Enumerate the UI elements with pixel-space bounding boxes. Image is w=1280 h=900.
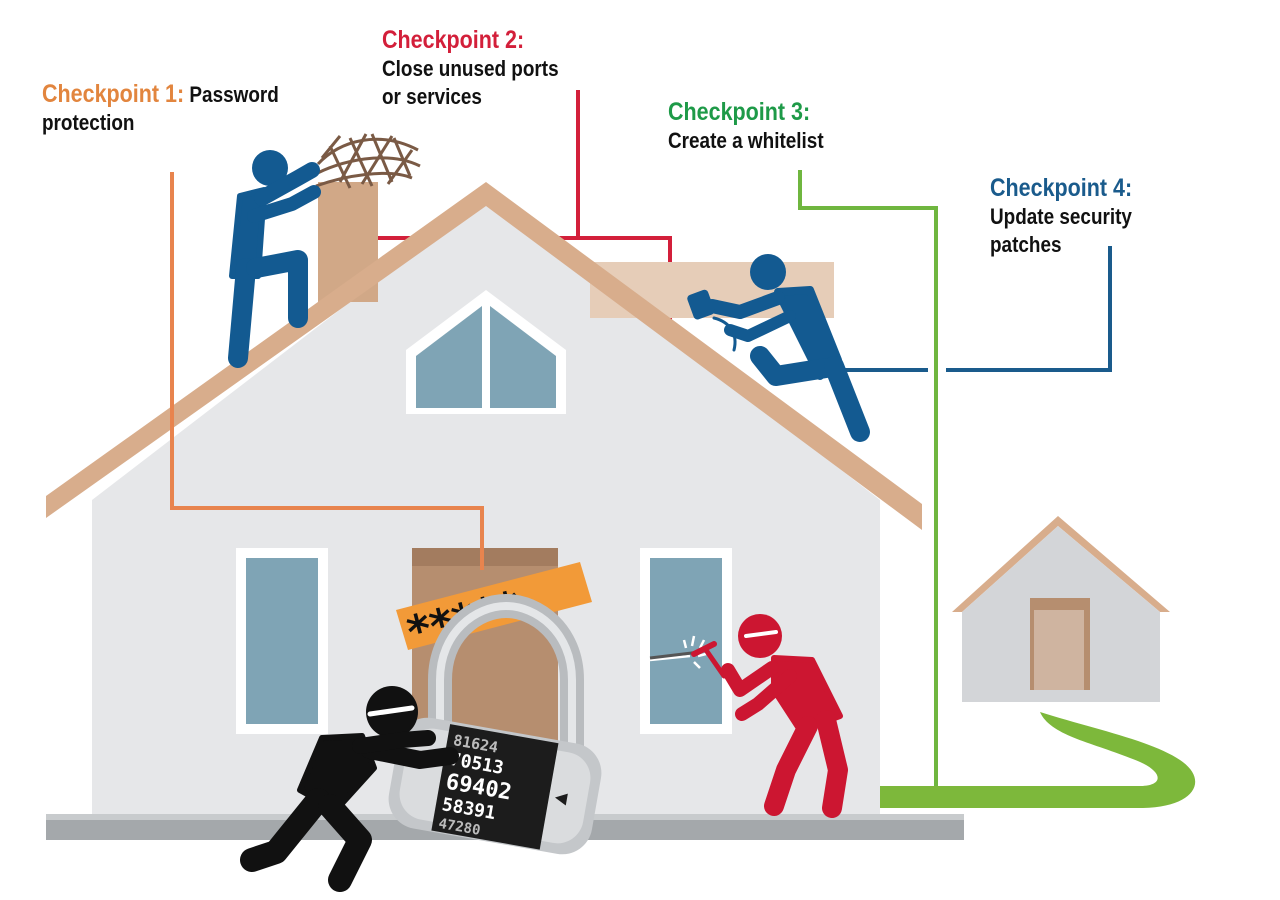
left-window: [236, 548, 328, 734]
garden-path: [880, 712, 1196, 808]
checkpoint-3-label: Checkpoint 3: Create a whitelist: [668, 98, 824, 155]
small-house-icon: [952, 516, 1170, 702]
burglar-breaking-window-icon: [691, 614, 848, 818]
checkpoint-2-title: Checkpoint 2:: [382, 26, 525, 54]
person-nailing-roof-icon: [687, 254, 870, 442]
connector-line-checkpoint-4: [836, 246, 1112, 372]
checkpoint-4-text: Update security: [990, 204, 1132, 229]
checkpoint-2-text: Close unused ports: [382, 56, 559, 81]
checkpoint-1-title: Checkpoint 1:: [42, 80, 185, 108]
checkpoint-4-label: Checkpoint 4: Update security patches: [990, 174, 1132, 259]
checkpoint-3-title: Checkpoint 3:: [668, 98, 811, 126]
person-installing-net-icon: [228, 150, 321, 368]
checkpoint-3-text: Create a whitelist: [668, 128, 824, 153]
connector-line-checkpoint-1: [170, 172, 484, 570]
checkpoint-4-text-2: patches: [990, 232, 1062, 257]
attic-window: [406, 290, 566, 414]
dial-row-5: 47280: [437, 816, 481, 839]
burglar-cracking-lock-icon: [240, 686, 459, 892]
checkpoint-1-label: Checkpoint 1: Password protection: [42, 80, 279, 137]
right-window: [640, 548, 732, 734]
checkpoint-2-text-2: or services: [382, 84, 482, 109]
checkpoint-1-text-2: protection: [42, 110, 135, 135]
checkpoint-4-title: Checkpoint 4:: [990, 174, 1133, 202]
net-icon: [311, 133, 421, 189]
checkpoint-2-label: Checkpoint 2: Close unused ports or serv…: [382, 26, 559, 111]
checkpoint-1-text: Password: [189, 82, 279, 107]
